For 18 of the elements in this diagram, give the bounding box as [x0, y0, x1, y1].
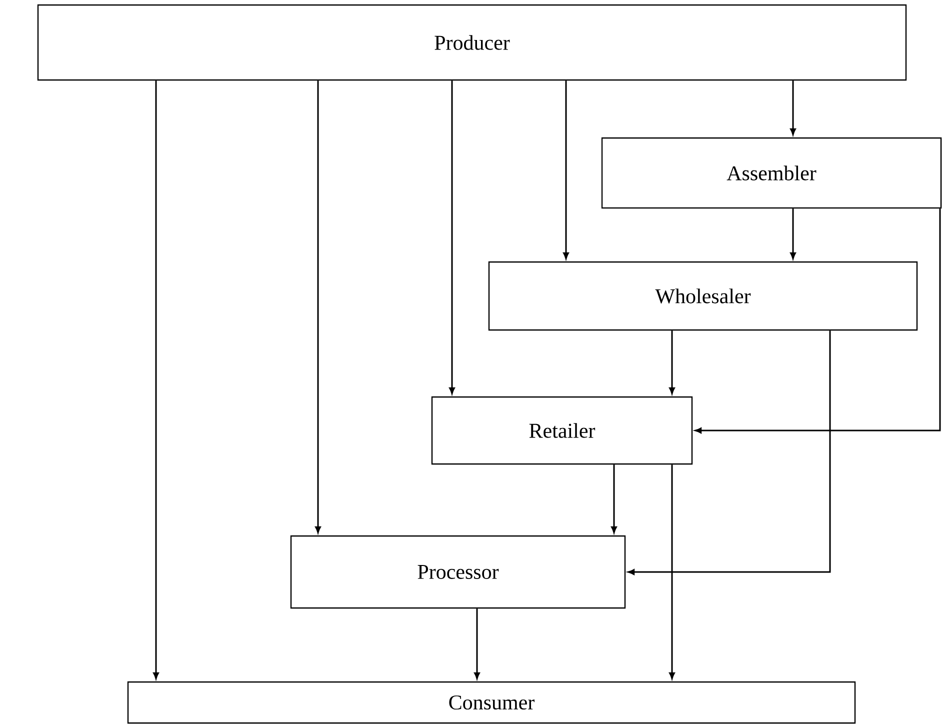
process-box: Processor: [290, 535, 626, 609]
arrow: [153, 80, 159, 680]
arrow: [790, 208, 796, 260]
process-box: Assembler: [601, 137, 942, 209]
arrow: [474, 608, 480, 680]
process-box: Producer: [37, 4, 907, 81]
process-box: Consumer: [127, 681, 856, 724]
arrow: [669, 464, 675, 680]
process-box: Wholesaler: [488, 261, 918, 331]
arrow: [669, 330, 675, 394]
arrow: [563, 80, 569, 260]
arrow: [628, 330, 831, 575]
process-box: Retailer: [431, 396, 693, 465]
arrow: [611, 464, 617, 534]
arrow: [694, 208, 941, 434]
arrow: [315, 80, 321, 534]
arrow: [449, 80, 455, 394]
arrow: [790, 80, 796, 136]
